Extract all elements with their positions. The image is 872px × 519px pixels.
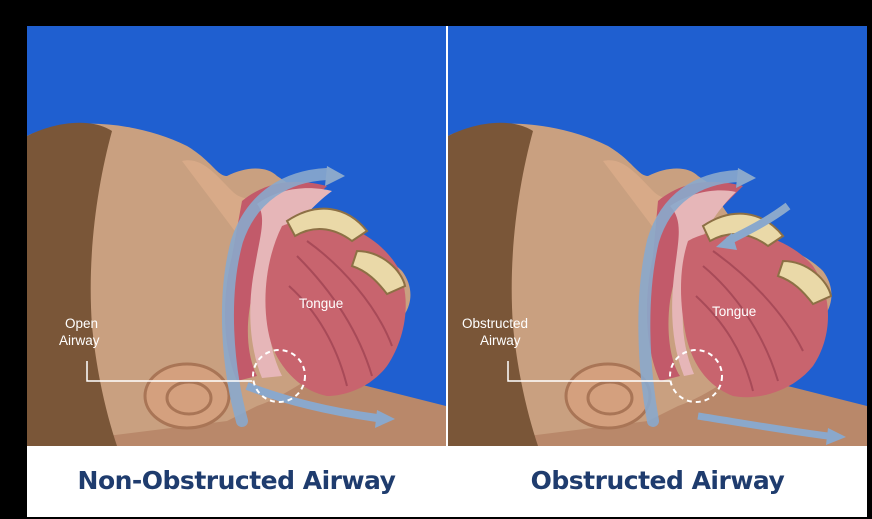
obstructed-airway-illustration: Obstructed Airway Tongue	[448, 26, 867, 446]
right-caption: Obstructed Airway	[448, 456, 867, 504]
left-caption: Non-Obstructed Airway	[27, 456, 446, 504]
open-airway-svg: Open Airway Tongue	[27, 26, 446, 446]
open-airway-illustration: Open Airway Tongue	[27, 26, 446, 446]
tongue-label: Tongue	[299, 296, 343, 311]
airway-label-line1: Obstructed	[462, 316, 528, 331]
image-content: Open Airway Tongue	[27, 26, 867, 517]
ear	[566, 364, 650, 428]
airway-label-line2: Airway	[59, 333, 100, 348]
tongue-label: Tongue	[712, 304, 756, 319]
airway-label-line1: Open	[65, 316, 98, 331]
airway-label-line2: Airway	[480, 333, 521, 348]
ear	[145, 364, 229, 428]
image-frame: Open Airway Tongue	[8, 8, 866, 513]
obstructed-airway-svg: Obstructed Airway Tongue	[448, 26, 867, 446]
